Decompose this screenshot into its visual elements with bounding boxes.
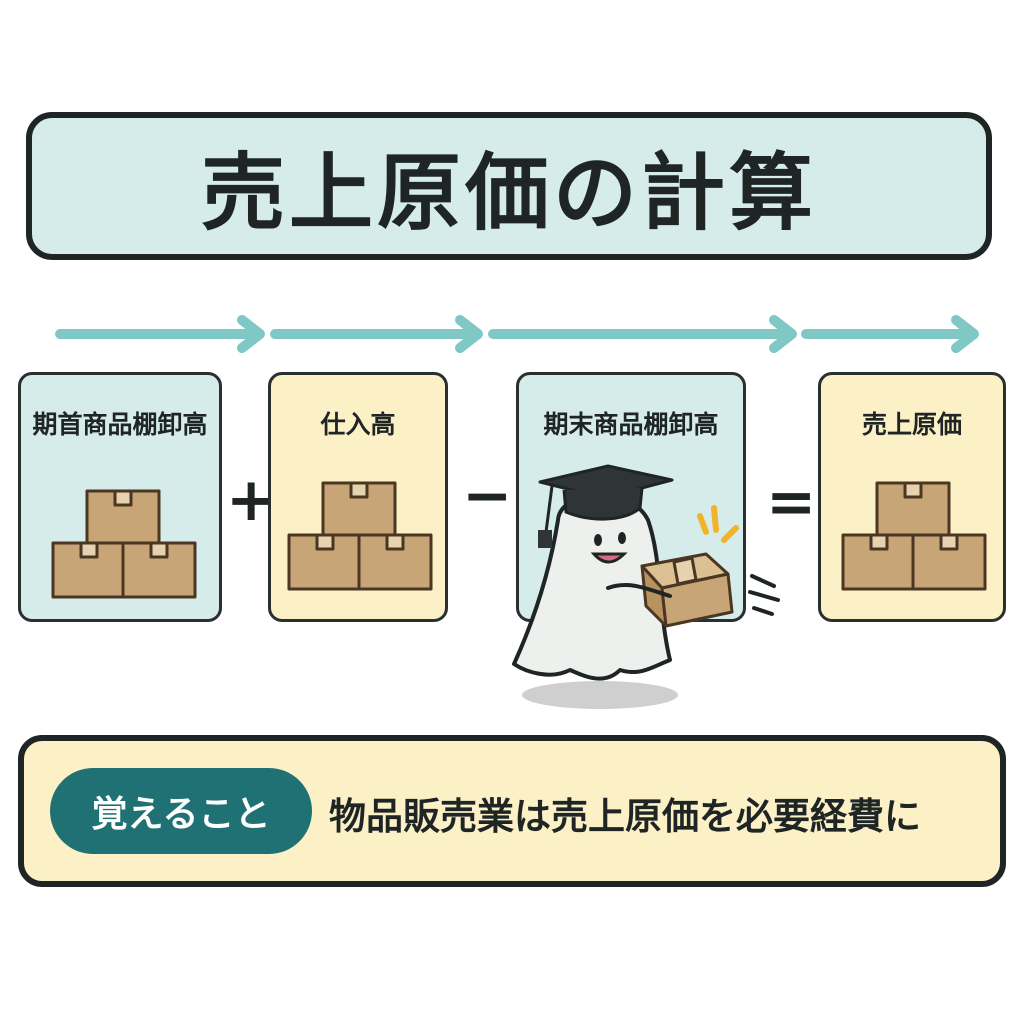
card-purchases: 仕入高 xyxy=(268,372,448,622)
boxes-icon xyxy=(51,489,197,599)
title-banner: 売上原価の計算 xyxy=(26,112,992,260)
card-label: 仕入高 xyxy=(320,410,396,439)
page-title: 売上原価の計算 xyxy=(200,143,817,242)
ghost-mascot-icon xyxy=(512,464,780,709)
memo-badge: 覚えること xyxy=(50,768,312,854)
plus-operator: + xyxy=(226,465,277,535)
arrow-4-head xyxy=(951,315,979,353)
ghost-body xyxy=(512,493,672,681)
card-label: 期末商品棚卸高 xyxy=(543,410,719,439)
equals-operator: = xyxy=(766,467,817,537)
card-label: 売上原価 xyxy=(861,410,962,439)
arrow-3-head xyxy=(769,315,797,353)
shadow xyxy=(522,681,678,709)
arrow-1-head xyxy=(237,315,265,353)
boxes-icon xyxy=(287,481,433,591)
memo-text: 物品販売業は売上原価を必要経費に xyxy=(329,795,921,838)
card-cost-of-sales: 売上原価 xyxy=(818,372,1006,622)
memo-box: 覚えること 物品販売業は売上原価を必要経費に xyxy=(18,735,1006,887)
boxes-icon xyxy=(841,481,987,591)
minus-operator: − xyxy=(462,461,513,531)
card-opening-inventory: 期首商品棚卸高 xyxy=(18,372,222,622)
arrow-2-head xyxy=(455,315,483,353)
card-label: 期首商品棚卸高 xyxy=(32,410,208,439)
